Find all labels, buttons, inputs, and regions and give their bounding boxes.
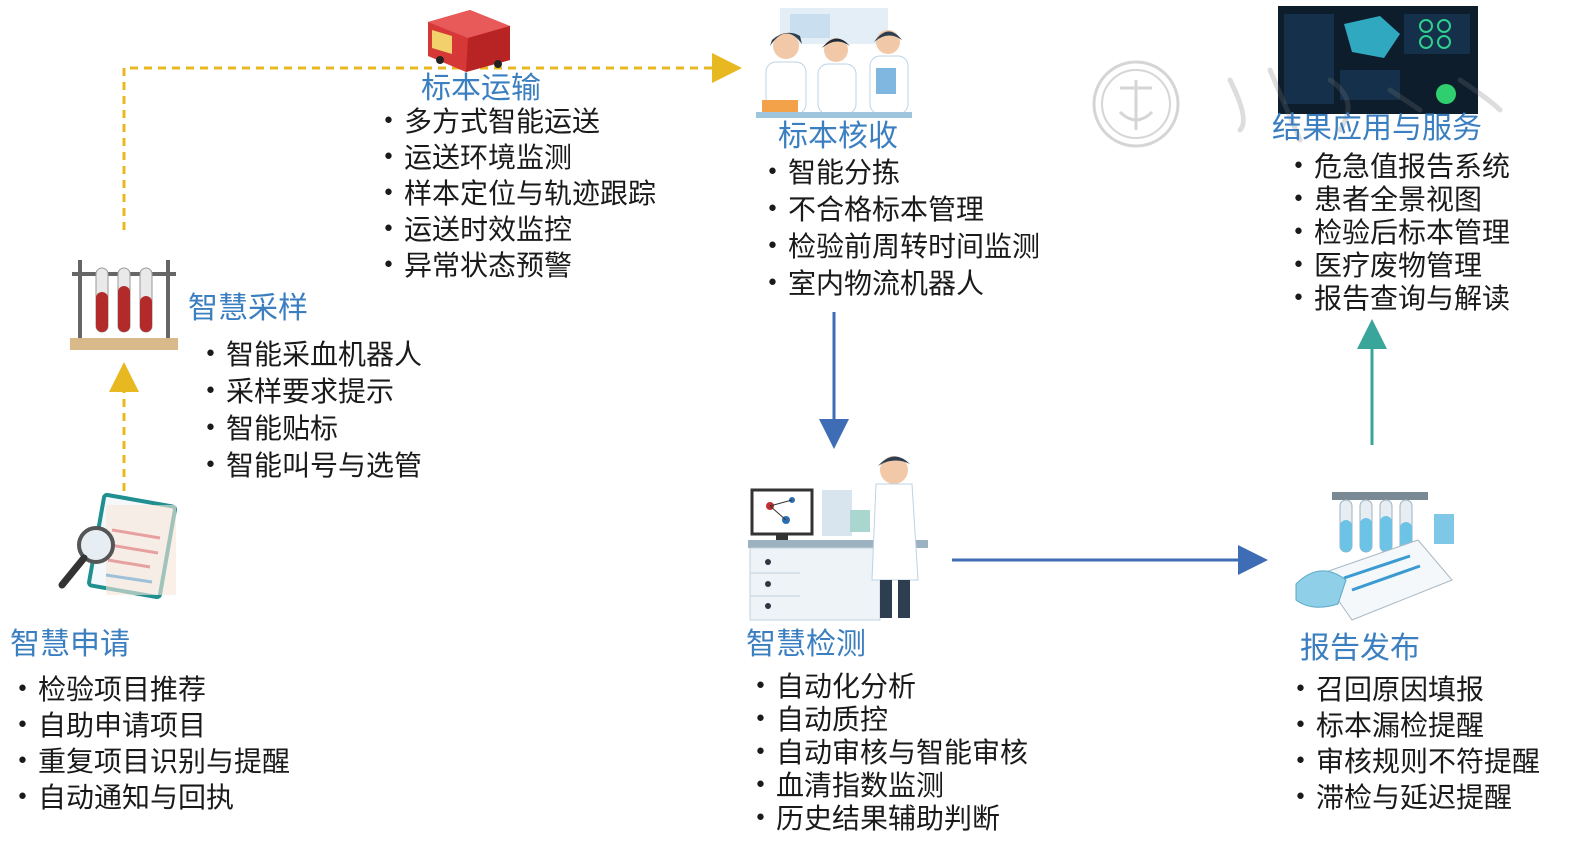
stage-title-receive: 标本核收 <box>778 119 898 154</box>
list-item: 检验项目推荐 <box>16 672 290 708</box>
list-item: 自动通知与回执 <box>16 780 290 816</box>
list-item: 危急值报告系统 <box>1292 150 1510 183</box>
list-item: 室内物流机器人 <box>766 265 1040 302</box>
stage-title-report: 报告发布 <box>1300 631 1420 666</box>
stage-title-request: 智慧申请 <box>10 627 130 662</box>
list-item: 患者全景视图 <box>1292 183 1510 216</box>
stage-list-sampling: 智能采血机器人 采样要求提示 智能贴标 智能叫号与选管 <box>204 336 422 484</box>
list-item: 审核规则不符提醒 <box>1294 744 1540 780</box>
watermark-calligraphy <box>1227 67 1503 143</box>
stage-title-result: 结果应用与服务 <box>1272 111 1482 146</box>
stage-list-report: 召回原因填报 标本漏检提醒 审核规则不符提醒 滞检与延迟提醒 <box>1294 672 1540 816</box>
list-item: 智能分拣 <box>766 154 1040 191</box>
report-tubes-icon <box>1295 492 1454 621</box>
stage-title-sampling: 智慧采样 <box>188 291 308 326</box>
list-item: 医疗废物管理 <box>1292 249 1510 282</box>
list-item: 智能采血机器人 <box>204 336 422 373</box>
list-item: 不合格标本管理 <box>766 191 1040 228</box>
list-item: 智能贴标 <box>204 410 422 447</box>
list-item: 采样要求提示 <box>204 373 422 410</box>
list-item: 自助申请项目 <box>16 708 290 744</box>
stage-list-transport: 多方式智能运送 运送环境监测 样本定位与轨迹跟踪 运送时效监控 异常状态预警 <box>382 104 656 284</box>
stage-list-receive: 智能分拣 不合格标本管理 检验前周转时间监测 室内物流机器人 <box>766 154 1040 302</box>
stage-list-request: 检验项目推荐 自助申请项目 重复项目识别与提醒 自动通知与回执 <box>16 672 290 816</box>
list-item: 检验前周转时间监测 <box>766 228 1040 265</box>
dashboard-screen-icon <box>1278 6 1478 114</box>
list-item: 自动审核与智能审核 <box>754 736 1028 769</box>
list-item: 报告查询与解读 <box>1292 282 1510 315</box>
list-item: 自动质控 <box>754 703 1028 736</box>
list-item: 异常状态预警 <box>382 248 656 284</box>
stage-list-result: 危急值报告系统 患者全景视图 检验后标本管理 医疗废物管理 报告查询与解读 <box>1292 150 1510 315</box>
stage-title-transport: 标本运输 <box>421 71 541 106</box>
list-item: 重复项目识别与提醒 <box>16 744 290 780</box>
list-item: 召回原因填报 <box>1294 672 1540 708</box>
clipboard-magnifier-icon <box>58 492 177 600</box>
watermark-seal-icon <box>1092 60 1180 148</box>
arrow-sampling-to-receive <box>122 53 742 230</box>
lab-scientist-icon <box>748 456 928 621</box>
list-item: 运送时效监控 <box>382 212 656 248</box>
list-item: 智能叫号与选管 <box>204 447 422 484</box>
test-tube-rack-icon <box>70 260 178 350</box>
stage-title-testing: 智慧检测 <box>746 627 866 662</box>
delivery-robot-icon <box>428 10 510 72</box>
list-item: 血清指数监测 <box>754 769 1028 802</box>
list-item: 检验后标本管理 <box>1292 216 1510 249</box>
lab-staff-icon <box>756 8 912 118</box>
list-item: 标本漏检提醒 <box>1294 708 1540 744</box>
list-item: 自动化分析 <box>754 670 1028 703</box>
list-item: 多方式智能运送 <box>382 104 656 140</box>
list-item: 历史结果辅助判断 <box>754 802 1028 835</box>
list-item: 样本定位与轨迹跟踪 <box>382 176 656 212</box>
list-item: 运送环境监测 <box>382 140 656 176</box>
list-item: 滞检与延迟提醒 <box>1294 780 1540 816</box>
stage-list-testing: 自动化分析 自动质控 自动审核与智能审核 血清指数监测 历史结果辅助判断 <box>754 670 1028 835</box>
